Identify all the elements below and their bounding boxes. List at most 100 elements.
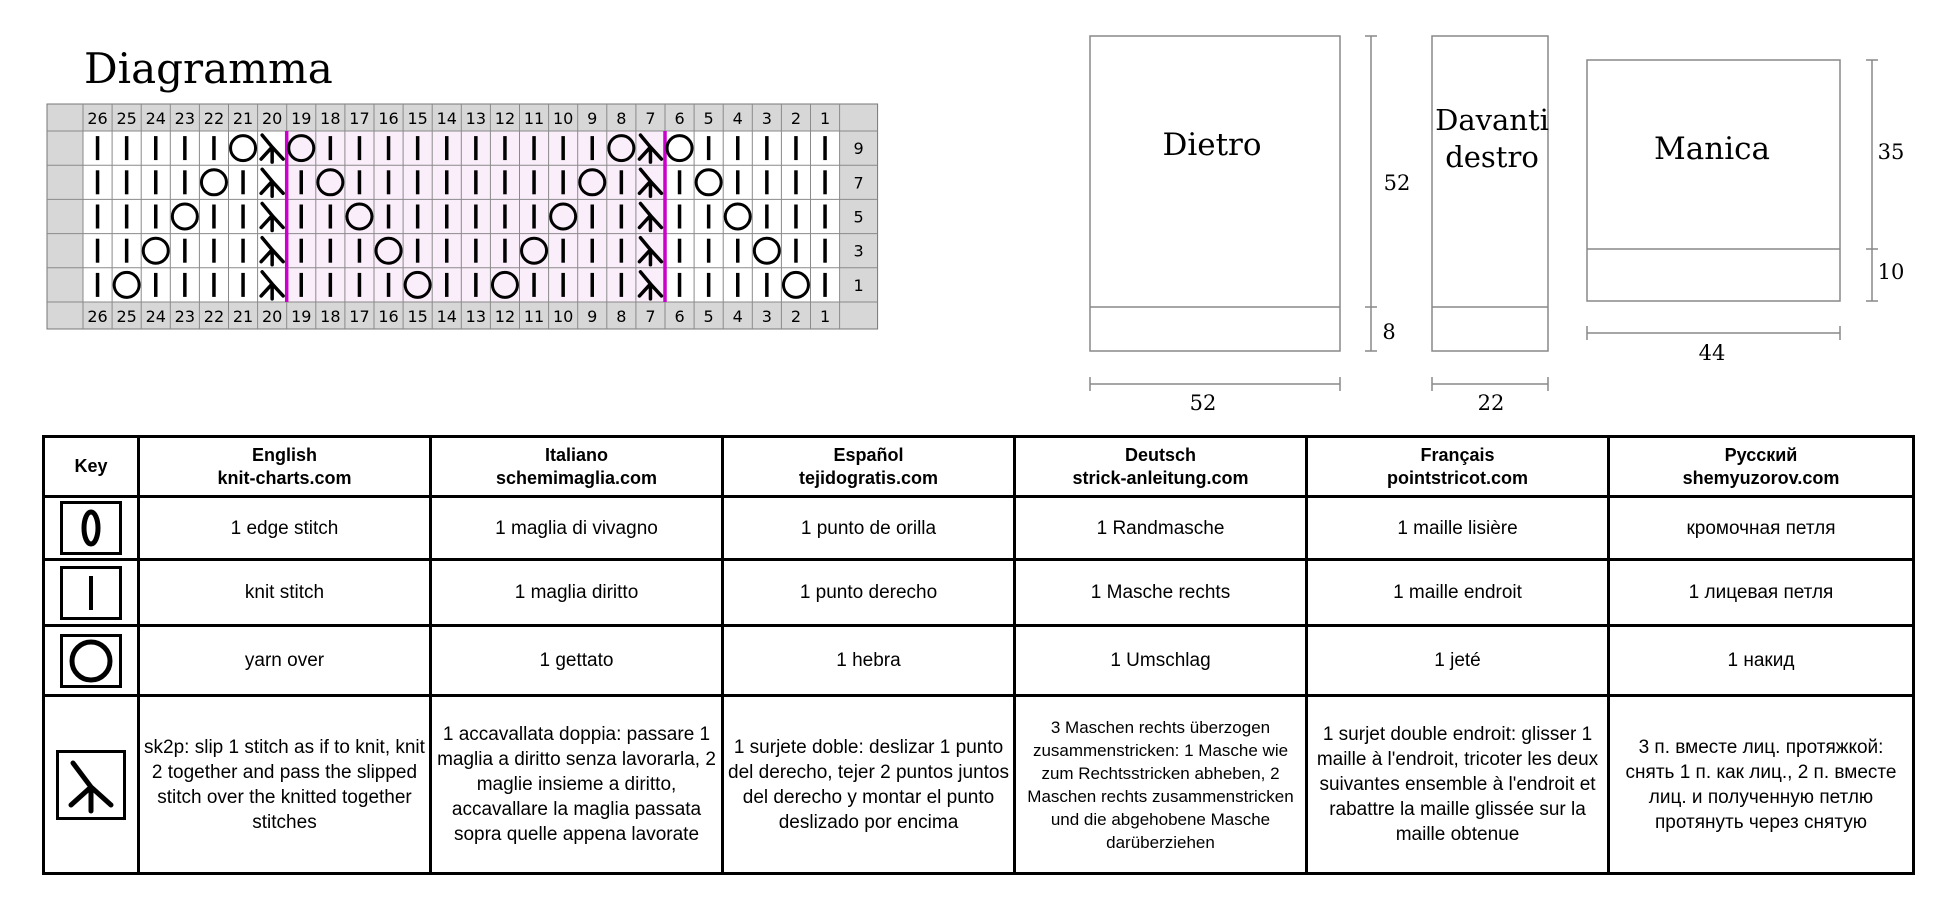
key-text: 1 gettato [429,624,724,697]
key-symbol-cell [42,495,140,561]
chart-symbols [95,133,827,301]
key-text: 1 Masche rechts [1013,558,1308,627]
row-number: 9 [854,139,864,158]
sleeve-schematic [1586,59,1878,340]
column-number: 21 [233,307,253,326]
key-text: 1 surjet double endroit: glisser 1 maill… [1305,694,1610,875]
column-number: 24 [146,109,166,128]
lang-name: Español [833,444,904,465]
lang-name: Deutsch [1124,444,1196,465]
column-number: 22 [204,109,224,128]
column-number: 1 [820,307,830,326]
back-width-label: 52 [1190,391,1217,415]
key-text: кромочная петля [1607,495,1915,561]
column-number: 9 [587,307,597,326]
front-schematic [1431,35,1549,391]
column-number: 26 [87,307,107,326]
edge-stitch-icon [60,501,122,555]
front-width-label: 22 [1478,391,1505,415]
row-number: 3 [854,242,864,261]
sk2p-icon [56,749,126,820]
lang-site: pointstricot.com [1386,467,1528,488]
yarn-over-icon [723,202,752,231]
column-number: 13 [466,109,486,128]
sk2p-icon [637,270,664,301]
column-number: 16 [378,307,398,326]
yarn-over-icon [694,168,723,197]
key-text: 3 п. вместе лиц. протяжкой: снять 1 п. к… [1607,694,1915,875]
column-number: 2 [791,109,801,128]
key-text: 1 накид [1607,624,1915,697]
key-text: 1 Umschlag [1013,624,1308,697]
yarn-over-icon [112,270,141,299]
column-number: 7 [645,307,655,326]
column-number: 19 [291,307,311,326]
column-number: 25 [116,307,136,326]
lang-site: schemimaglia.com [495,467,658,488]
key-text: sk2p: slip 1 stitch as if to knit, knit … [137,694,432,875]
garment-schematics: Dietro 52 8 52 Davanti destro 22 Manica … [1089,35,1905,415]
column-number: 20 [262,109,282,128]
lang-name: Русский [1724,444,1798,465]
lang-name: Français [1420,444,1495,465]
sleeve-height-label: 35 [1878,140,1905,164]
column-number: 2 [791,307,801,326]
sk2p-icon [637,133,664,164]
column-number: 18 [320,307,340,326]
sk2p-icon [637,235,664,267]
column-number: 4 [733,109,743,128]
column-number: 11 [524,109,544,128]
yarn-over-icon [199,168,228,197]
diagram-title: Diagramma [84,44,333,93]
lang-name: English [251,444,317,465]
key-text: 1 punto derecho [721,558,1016,627]
key-symbol-cell [42,558,140,627]
key-text: 1 edge stitch [137,495,432,561]
row-number: 7 [854,173,864,192]
yarn-over-icon [403,270,432,299]
sk2p-icon [637,167,664,199]
front-label-line2: destro [1445,140,1539,174]
column-number: 12 [495,109,515,128]
back-schematic [1089,35,1377,391]
key-row-edge-stitch: 1 edge stitch 1 maglia di vivagno 1 punt… [42,495,1915,561]
column-number: 19 [291,109,311,128]
sleeve-label: Manica [1654,131,1770,167]
column-number: 10 [553,307,573,326]
column-number: 6 [674,307,684,326]
key-text: 1 jeté [1305,624,1610,697]
key-text: 1 maille endroit [1305,558,1610,627]
column-number: 15 [407,307,427,326]
column-number: 8 [616,109,626,128]
key-text: 1 maglia diritto [429,558,724,627]
column-number: 14 [437,109,457,128]
column-number: 18 [320,109,340,128]
row-number: 5 [854,208,864,227]
column-number: 20 [262,307,282,326]
sk2p-icon [637,201,664,233]
key-text: 1 accavallata doppia: passare 1 maglia a… [429,694,724,875]
key-text: 1 Randmasche [1013,495,1308,561]
lang-site: shemyuzorov.com [1682,467,1840,488]
key-row-sk2p: sk2p: slip 1 stitch as if to knit, knit … [42,694,1915,875]
key-header-label: Key [42,435,140,498]
key-text: yarn over [137,624,432,697]
yarn-over-icon [665,134,694,163]
key-symbol-cell [42,694,140,875]
knit-stitch-icon [60,565,122,620]
yarn-over-icon [607,134,636,163]
sk2p-icon [259,235,285,267]
key-symbol-cell [42,624,140,697]
yarn-over-icon [170,202,199,231]
yarn-over-icon [578,168,607,197]
key-text: 1 maille lisière [1305,495,1610,561]
sk2p-icon [259,167,285,199]
sk2p-icon [259,270,285,301]
row-number: 1 [854,276,864,295]
yarn-over-icon [60,633,122,688]
